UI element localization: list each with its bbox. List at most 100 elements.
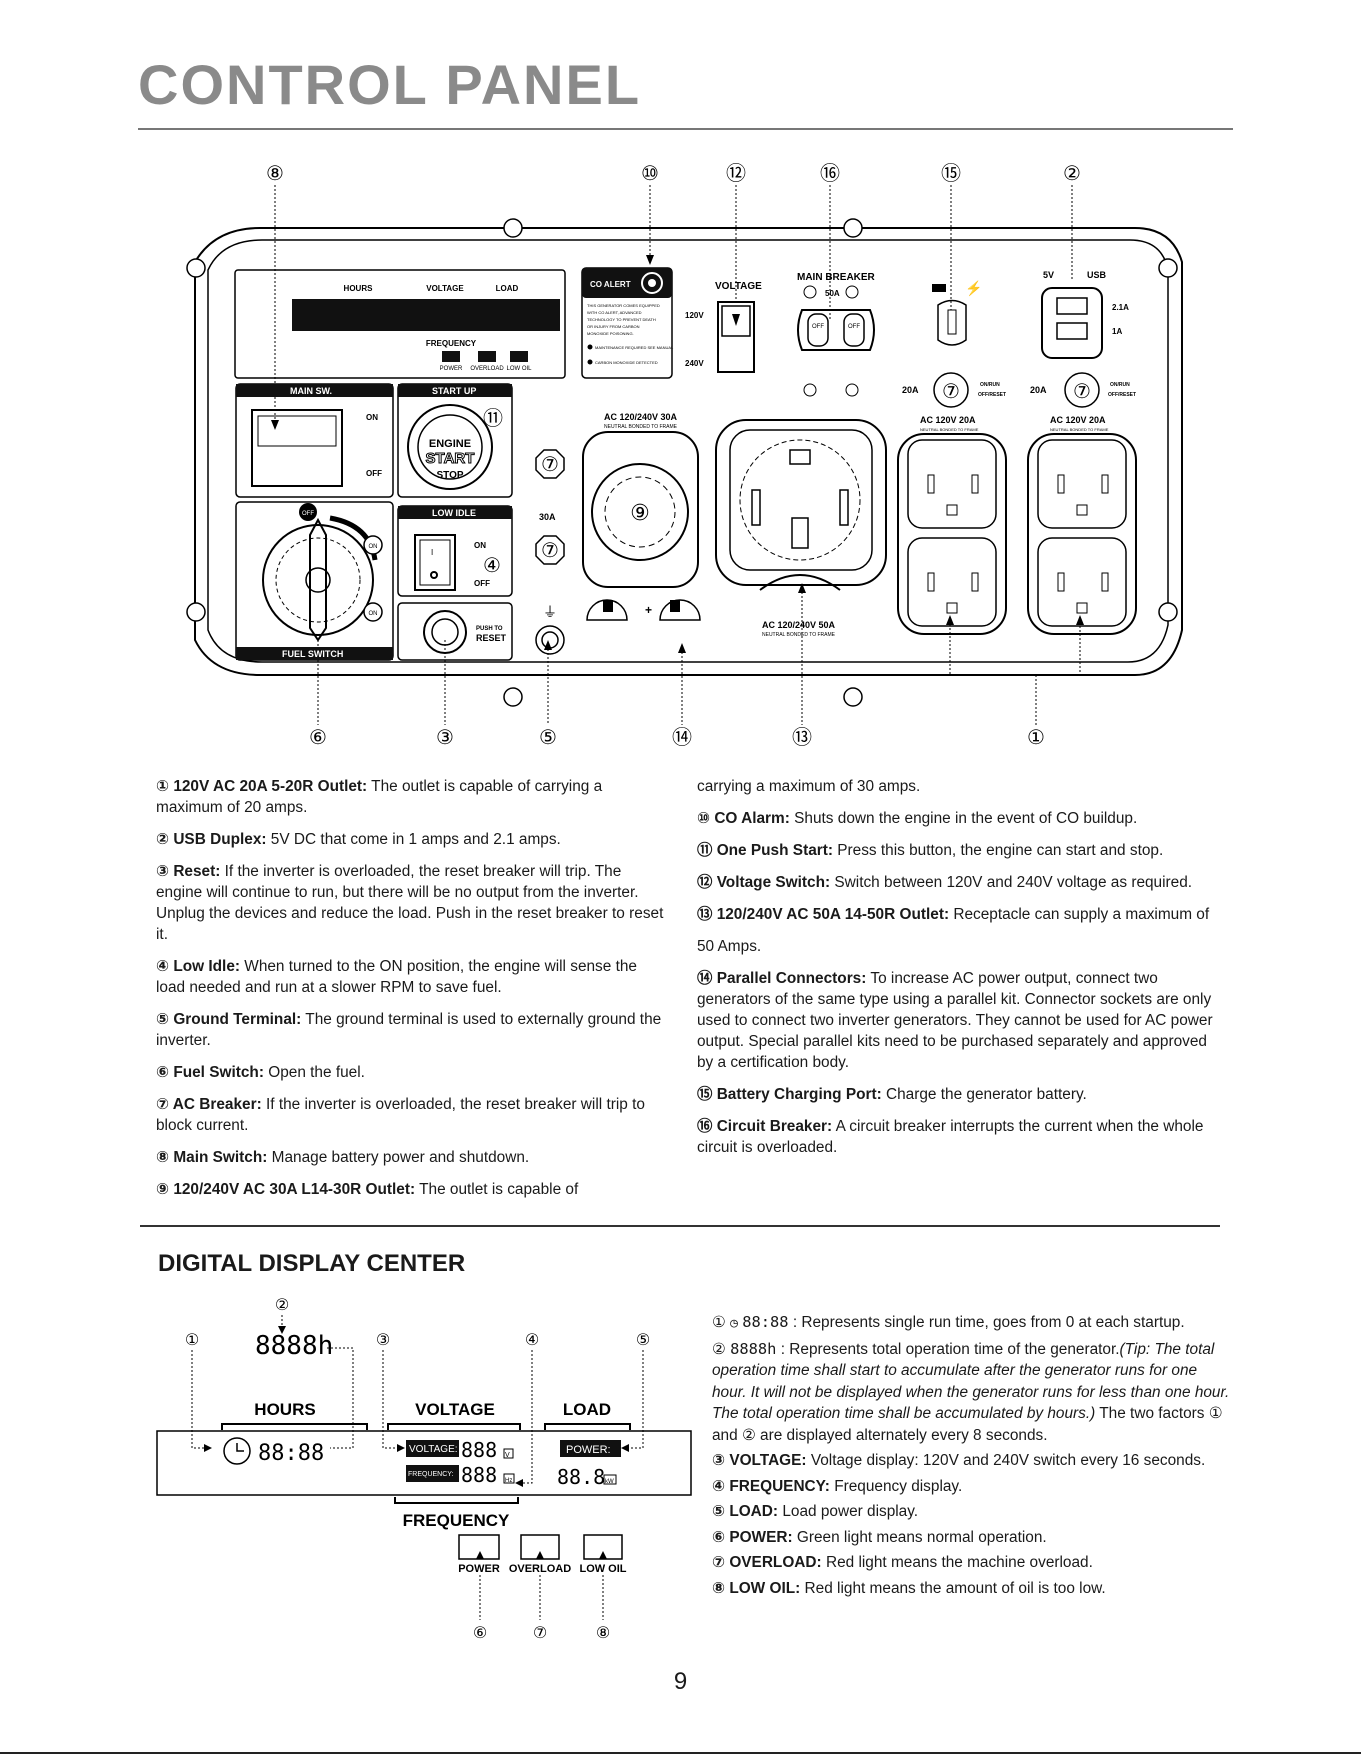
svg-text:POWER:: POWER: [566, 1444, 611, 1456]
svg-text:VOLTAGE: VOLTAGE [415, 1400, 495, 1419]
legend-item-10: ⑩ CO Alarm: Shuts down the engine in the… [697, 809, 1138, 827]
svg-text:WITH CO ALERT, ADVANCED: WITH CO ALERT, ADVANCED [587, 310, 642, 315]
svg-text:50A: 50A [825, 289, 840, 298]
svg-text:ON: ON [369, 611, 378, 617]
page-title: CONTROL PANEL [138, 53, 642, 116]
svg-text:START: START [426, 450, 475, 467]
svg-text:OFF: OFF [812, 324, 824, 330]
svg-text:⑦: ⑦ [1073, 379, 1091, 403]
legend-item-13: ⑬ 120/240V AC 50A 14-50R Outlet: Recepta… [697, 905, 1210, 923]
svg-text:ON/RUN: ON/RUN [980, 382, 1000, 388]
svg-text:OFF: OFF [848, 324, 860, 330]
svg-text:POWER: POWER [458, 1563, 500, 1575]
footer-rule [0, 1752, 1361, 1754]
callout-2-top: ② [1063, 161, 1081, 185]
desc-1: ① ◷ 88:88 : Represents single run time, … [712, 1313, 1185, 1331]
svg-text:NEUTRAL BONDED TO FRAME: NEUTRAL BONDED TO FRAME [920, 427, 979, 432]
svg-text:ON/RUN: ON/RUN [1110, 382, 1130, 388]
desc-6: ⑥ POWER: Green light means normal operat… [712, 1527, 1047, 1546]
control-panel-diagram: ⑧ ⑩ ⑫ ⑯ ⑮ ② ⑥ ③ ⑤ ⑭ ⑬ ① [186, 161, 1183, 749]
svg-text:NEUTRAL BONDED TO FRAME: NEUTRAL BONDED TO FRAME [604, 424, 678, 430]
svg-text:VOLTAGE: VOLTAGE [426, 284, 464, 293]
svg-text:HOURS: HOURS [344, 284, 374, 293]
dd-callout-2: ② [275, 1295, 289, 1314]
time-segment-display: 88:88 [258, 1441, 324, 1466]
svg-text:2.1A: 2.1A [1112, 303, 1129, 312]
svg-text:5V: 5V [1043, 270, 1054, 280]
svg-text:NEUTRAL BONDED TO FRAME: NEUTRAL BONDED TO FRAME [1050, 427, 1109, 432]
svg-text:LOW IDLE: LOW IDLE [432, 508, 476, 518]
svg-text:240V: 240V [685, 359, 704, 368]
svg-text:MAINTENANCE REQUIRED SEE MANUA: MAINTENANCE REQUIRED SEE MANUAL [595, 345, 674, 350]
svg-text:AC 120/240V 50A: AC 120/240V 50A [762, 620, 836, 630]
svg-text:AC 120V 20A: AC 120V 20A [920, 415, 976, 425]
legend-left: ① 120V AC 20A 5-20R Outlet: The outlet i… [156, 776, 668, 1211]
svg-text:+: + [645, 603, 652, 617]
svg-text:AC 120V 20A: AC 120V 20A [1050, 415, 1106, 425]
legend-item-9: ⑨ 120/240V AC 30A L14-30R Outlet: The ou… [156, 1180, 579, 1198]
legend-item-15: ⑮ Battery Charging Port: Charge the gene… [697, 1085, 1087, 1103]
callout-10-top: ⑩ [641, 161, 659, 185]
legend-item-5: ⑤ Ground Terminal: The ground terminal i… [156, 1010, 662, 1049]
svg-text:⑨: ⑨ [630, 501, 650, 526]
legend-item-6: ⑥ Fuel Switch: Open the fuel. [156, 1063, 365, 1081]
svg-text:ON: ON [474, 541, 486, 550]
digital-display-heading: DIGITAL DISPLAY CENTER [158, 1250, 466, 1277]
svg-text:V: V [505, 1452, 510, 1459]
desc-2: ② 8888h : Represents total operation tim… [712, 1339, 1230, 1444]
svg-text:OVERLOAD: OVERLOAD [470, 366, 504, 372]
legend-right: carrying a maximum of 30 amps. ⑩ CO Alar… [697, 776, 1217, 1169]
svg-text:MAIN SW.: MAIN SW. [290, 386, 332, 396]
desc-3: ③ VOLTAGE: Voltage display: 120V and 240… [712, 1451, 1206, 1469]
svg-text:OFF/RESET: OFF/RESET [978, 392, 1006, 398]
svg-text:888: 888 [461, 1463, 497, 1487]
legend-item-16: ⑯ Circuit Breaker: A circuit breaker int… [697, 1117, 1204, 1156]
svg-text:STOP: STOP [436, 470, 463, 481]
legend-item-12: ⑫ Voltage Switch: Switch between 120V an… [697, 873, 1193, 891]
svg-text:888: 888 [461, 1438, 497, 1462]
svg-text:20A: 20A [902, 385, 919, 395]
svg-text:LOAD: LOAD [563, 1400, 611, 1419]
svg-text:FREQUENCY: FREQUENCY [426, 339, 477, 348]
svg-text:OFF/RESET: OFF/RESET [1108, 392, 1136, 398]
svg-text:⑦: ⑦ [942, 379, 960, 403]
callout-16-top: ⑯ [820, 161, 840, 185]
desc-5: ⑤ LOAD: Load power display. [712, 1502, 919, 1520]
svg-text:VOLTAGE: VOLTAGE [715, 281, 762, 292]
legend-item-8: ⑧ Main Switch: Manage battery power and … [156, 1148, 530, 1166]
callout-8-top: ⑧ [266, 161, 284, 185]
svg-text:⑦: ⑦ [541, 452, 559, 476]
svg-text:88.8: 88.8 [557, 1465, 605, 1489]
svg-text:AC 120/240V 30A: AC 120/240V 30A [604, 412, 678, 422]
svg-text:kW: kW [605, 1479, 614, 1485]
callout-15-top: ⑮ [941, 161, 961, 185]
svg-text:1A: 1A [1112, 327, 1122, 336]
desc-8: ⑧ LOW OIL: Red light means the amount of… [712, 1578, 1106, 1597]
svg-text:Hz: Hz [505, 1478, 512, 1484]
section-rule [140, 1225, 1220, 1227]
svg-text:START UP: START UP [432, 386, 476, 396]
digital-descriptions: ① ◷ 88:88 : Represents single run time, … [712, 1312, 1232, 1603]
legend-item-11: ⑪ One Push Start: Press this button, the… [697, 841, 1164, 859]
svg-text:OFF: OFF [474, 579, 490, 588]
svg-text:30A: 30A [539, 512, 556, 522]
dd-callout-1: ① [185, 1330, 199, 1349]
svg-text:⑪: ⑪ [483, 406, 503, 430]
svg-text:THIS GENERATOR COMES EQUIPPED: THIS GENERATOR COMES EQUIPPED [587, 303, 660, 308]
callout-12-top: ⑫ [726, 161, 746, 185]
legend-item-9-cont: carrying a maximum of 30 amps. [697, 778, 921, 795]
legend-item-3: ③ Reset: If the inverter is overloaded, … [156, 862, 664, 943]
svg-text:NEUTRAL BONDED TO FRAME: NEUTRAL BONDED TO FRAME [762, 632, 836, 638]
svg-text:I: I [431, 548, 433, 557]
svg-text:CO ALERT: CO ALERT [590, 280, 631, 289]
dd-callout-5: ⑤ [636, 1330, 650, 1349]
dd-callout-8: ⑧ [596, 1623, 610, 1642]
callout-13-bottom: ⑬ [792, 725, 812, 749]
callout-14-bottom: ⑭ [672, 725, 692, 749]
hours-segment-display: 8888h [255, 1331, 333, 1361]
svg-text:FREQUENCY:: FREQUENCY: [408, 1471, 454, 1478]
svg-text:OVERLOAD: OVERLOAD [509, 1563, 571, 1575]
svg-text:USB: USB [1087, 270, 1107, 280]
svg-text:VOLTAGE:: VOLTAGE: [409, 1444, 458, 1455]
svg-text:MAIN BREAKER: MAIN BREAKER [797, 272, 876, 283]
